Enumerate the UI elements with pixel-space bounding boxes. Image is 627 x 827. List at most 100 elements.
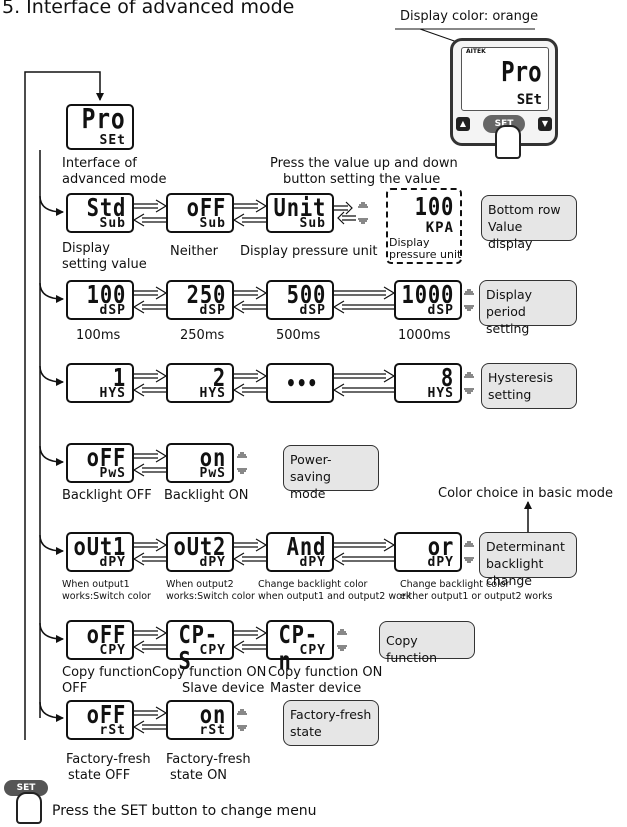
backward-arrowhead: [132, 720, 145, 734]
backward-arrowhead: [232, 552, 245, 566]
box-line: Power-saving: [290, 452, 332, 484]
pws-caption-1: Backlight OFF: [62, 488, 152, 503]
lcd-bottom: CPY: [299, 643, 326, 658]
lcd-top: oUt1: [73, 532, 126, 561]
backward-connector: [142, 724, 166, 730]
dpy-caption-1b: works:Switch color: [62, 591, 151, 602]
lcd-top: 1: [112, 363, 126, 392]
backward-connector: [342, 304, 394, 310]
branch-arrow: [39, 622, 64, 643]
up-button-icon: [358, 202, 368, 208]
box-line: Factory-fresh: [290, 707, 372, 722]
backward-connector: [142, 304, 166, 310]
forward-arrowhead: [383, 538, 396, 552]
dpy-caption-2b: works:Switch color: [166, 591, 255, 602]
branch-arrow: [39, 534, 64, 555]
branch-arrow: [39, 701, 64, 722]
rst-caption-2b: state ON: [170, 768, 228, 783]
forward-arrowhead: [155, 538, 168, 552]
lcd-top: on: [199, 700, 226, 729]
forward-connector: [334, 290, 386, 296]
forward-connector: [134, 630, 158, 636]
forward-connector: [234, 373, 258, 379]
forward-arrowhead: [255, 538, 268, 552]
lcd-bottom: HYS: [427, 386, 454, 401]
rst-caption-1a: Factory-fresh: [66, 752, 151, 767]
lcd-bottom: HYS: [99, 386, 126, 401]
backward-connector: [142, 217, 166, 223]
lcd-top: 100: [86, 280, 126, 309]
device-down-button[interactable]: ▼: [538, 117, 552, 131]
up-button-icon: [464, 541, 474, 547]
rst-caption-1b: state OFF: [68, 768, 131, 783]
set-button[interactable]: SET: [4, 780, 48, 796]
down-button-icon: [337, 645, 347, 651]
lcd-top: •••: [285, 371, 318, 395]
forward-arrowhead: [383, 369, 396, 383]
forward-arrowhead: [255, 626, 268, 640]
backward-connector: [242, 217, 266, 223]
lcd-bottom: dPY: [199, 555, 226, 570]
pws-caption-2: Backlight ON: [164, 488, 249, 503]
forward-arrowhead: [155, 369, 168, 383]
loop-arrow: [24, 71, 104, 740]
lcd-bottom: rSt: [199, 723, 226, 738]
backward-connector: [342, 556, 394, 562]
cpy-caption-3a: Copy function ON: [268, 665, 383, 680]
color-choice-note: Color choice in basic mode: [438, 486, 614, 501]
lcd-top: on: [199, 443, 226, 472]
entry-caption-2: advanced mode: [62, 172, 167, 187]
device-up-button[interactable]: ▲: [456, 117, 470, 131]
lcd-bottom: CPY: [99, 643, 126, 658]
lcd-top: oFF: [86, 620, 126, 649]
backward-connector: [142, 467, 166, 473]
forward-connector: [334, 373, 386, 379]
std-caption-3: Display pressure unit: [240, 244, 378, 259]
backward-arrowhead: [132, 552, 145, 566]
lcd-bottom: PwS: [199, 466, 226, 481]
lcd-bottom: dSP: [199, 303, 226, 318]
box-line: period setting: [486, 304, 530, 336]
cpy-caption-3b: Master device: [270, 681, 362, 696]
device-top-display: Pro: [501, 55, 542, 88]
lcd-top: oFF: [86, 700, 126, 729]
lcd-bottom: Sub: [99, 216, 126, 231]
entry-caption-1: Interface of: [62, 156, 137, 171]
up-button-icon: [464, 289, 474, 295]
lcd-bottom: dPY: [427, 555, 454, 570]
forward-arrowhead: [155, 286, 168, 300]
pointing-hand-icon: [495, 125, 521, 159]
forward-arrowhead: [155, 706, 168, 720]
branch-arrow: [39, 282, 64, 303]
backward-arrowhead: [337, 211, 345, 225]
backward-connector: [342, 215, 356, 221]
forward-connector: [234, 203, 258, 209]
lcd-top: Unit: [273, 193, 326, 222]
dsp-caption-1: 100ms: [76, 328, 121, 343]
std-caption-1b: setting value: [62, 257, 147, 272]
lcd-top: 100: [414, 192, 454, 221]
dpy-caption-1a: When output1: [62, 579, 130, 590]
up-button-icon: [237, 452, 247, 458]
footer-note: Press the SET button to change menu: [52, 803, 317, 819]
lcd-top: or: [427, 532, 454, 561]
std-caption-2: Neither: [170, 244, 219, 259]
down-button-icon: [237, 725, 247, 731]
lcd-top: 250: [186, 280, 226, 309]
forward-connector: [134, 290, 158, 296]
lcd-bottom: dPY: [299, 555, 326, 570]
box-line: backlight change: [486, 556, 544, 588]
forward-connector: [134, 373, 158, 379]
backward-arrowhead: [232, 300, 245, 314]
backward-arrowhead: [332, 383, 345, 397]
